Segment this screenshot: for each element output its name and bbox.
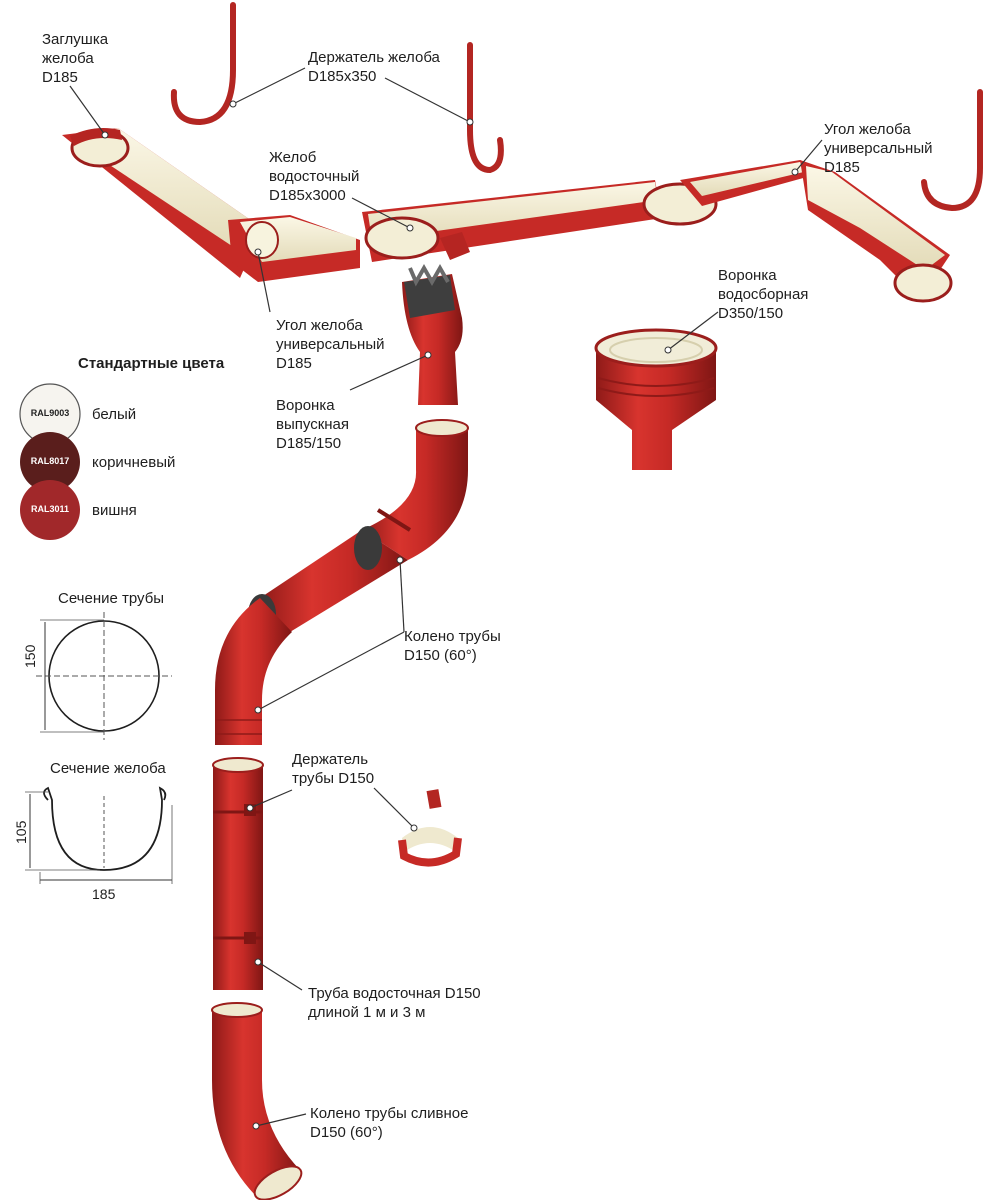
gutter-straight (362, 180, 718, 262)
label-gutter-holder: Держатель желоба D185x350 (308, 49, 440, 85)
pipe-section-drawing (36, 612, 172, 740)
color-swatches (19, 383, 81, 540)
label-funnel-collect: Воронка водосборная D350/150 (718, 267, 809, 322)
label-pipe-elbow: Колено трубы D150 (60°) (404, 628, 501, 664)
leader-pipe-holder-b (373, 787, 415, 829)
pipe-section-dim: 150 (22, 644, 38, 668)
label-gutter: Желоб водосточный D185x3000 (269, 149, 360, 204)
leader-end-cap (69, 85, 106, 136)
gutter-holder-center (467, 42, 504, 174)
legend-title: Стандартные цвета (78, 355, 225, 372)
leader-dots (101, 100, 799, 1130)
label-corner-right: Угол желоба универсальный D185 (824, 121, 933, 176)
label-pipe-holder: Держатель трубы D150 (292, 751, 375, 787)
leader-elbow-top (399, 559, 405, 633)
swatch-code-3: RAL3011 (30, 504, 70, 514)
leader-holder-left (232, 67, 306, 105)
gutter-holder-left (170, 2, 236, 126)
leader-drain-elbow (255, 1113, 307, 1127)
label-funnel-outlet: Воронка выпускная D185/150 (276, 397, 350, 452)
end-cap (70, 128, 122, 146)
gutter-corner-left (228, 215, 360, 282)
leader-corner-right (794, 139, 823, 173)
pipe-holder-part (398, 789, 462, 867)
gutter-section-title: Сечение желоба (50, 760, 166, 777)
label-pipe: Труба водосточная D150 длиной 1 м и 3 м (308, 985, 481, 1021)
gutter-section-drawing (25, 786, 173, 884)
outlet-funnel (402, 263, 463, 405)
swatch-name-1: белый (92, 406, 137, 423)
swatch-code-2: RAL8017 (30, 456, 70, 466)
swatch-name-2: коричневый (92, 454, 176, 471)
pipe-elbow-lower (215, 598, 292, 745)
swatch-code-1: RAL9003 (30, 408, 70, 418)
leader-corner-left (257, 251, 271, 313)
gutter-corner-right (680, 160, 953, 303)
leader-lines (69, 67, 823, 1127)
leader-funnel-collect (667, 311, 719, 351)
label-end-cap: Заглушка желоба D185 (42, 31, 109, 86)
leader-pipe-holder-a (249, 789, 293, 809)
pipe-elbow-upper (362, 419, 469, 560)
gutter-holder-right (921, 89, 983, 212)
drain-elbow (211, 1002, 303, 1200)
leader-pipe (257, 961, 303, 991)
gutter-section-height: 105 (13, 820, 29, 844)
leader-holder-center (384, 77, 471, 123)
swatch-name-3: вишня (92, 502, 137, 519)
downpipe (212, 757, 264, 990)
leader-funnel-outlet (349, 354, 429, 391)
swatch-ral8017 (20, 432, 80, 492)
label-drain-elbow: Колено трубы сливное D150 (60°) (310, 1105, 469, 1141)
label-corner-left: Угол желоба универсальный D185 (276, 317, 385, 372)
leader-elbow-bottom (257, 631, 405, 711)
gutter-section-width: 185 (92, 886, 116, 902)
swatch-ral3011 (20, 480, 80, 540)
collecting-funnel (594, 328, 718, 470)
pipe-section-title: Сечение трубы (58, 590, 165, 607)
leader-gutter (351, 197, 411, 229)
